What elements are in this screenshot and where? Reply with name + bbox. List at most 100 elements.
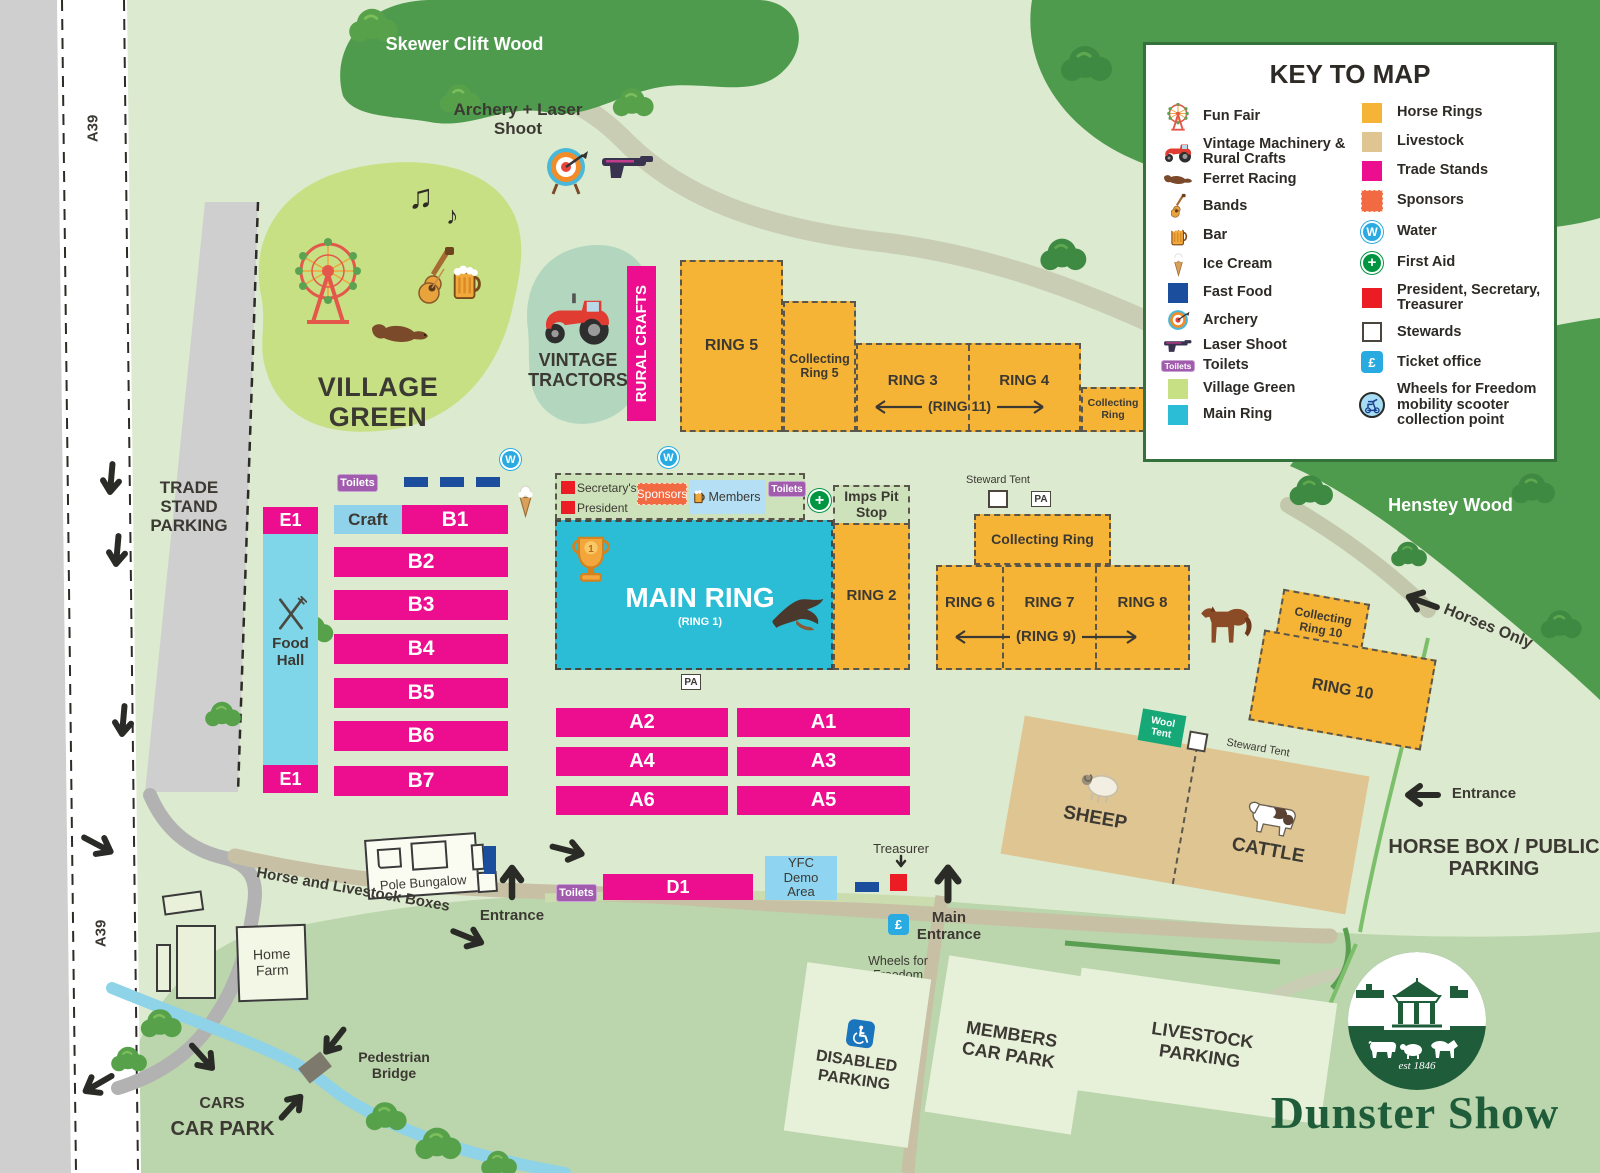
home-farm-outbuilding-2 <box>176 925 216 999</box>
dunster-show-logo: est 1846 <box>1348 952 1486 1090</box>
president-square <box>561 501 575 514</box>
trade-stands-swatch <box>1362 161 1382 181</box>
key-item-horse-rings: Horse Rings <box>1356 103 1552 123</box>
village-green-swatch <box>1168 379 1188 400</box>
henstey-wood-label: Henstey Wood <box>1388 495 1513 515</box>
pole-bungalow-annex <box>376 847 403 870</box>
pedestrian-bridge-label: Pedestrian Bridge <box>358 1049 430 1081</box>
ring-2-label: RING 2 <box>846 587 897 605</box>
ring-3: RING 3 <box>858 345 970 430</box>
stand-b6: B6 <box>334 721 508 751</box>
laser-shoot-icon <box>1162 338 1194 353</box>
home-farm-outbuilding-3 <box>156 944 171 992</box>
stand-b4-label: B4 <box>407 637 435 660</box>
ring-9-span: (RING 9) <box>946 628 1184 646</box>
key-item-ice-cream: Ice Cream <box>1162 252 1354 278</box>
home-farm-building: Home Farm <box>235 923 309 1003</box>
ring-4-label: RING 4 <box>999 372 1050 389</box>
yfc-demo-area: YFC Demo Area <box>765 855 837 900</box>
ring-10-label: RING 10 <box>1310 675 1375 704</box>
stand-d1-label: D1 <box>666 876 690 897</box>
ring-1-label: (RING 1) <box>678 616 722 628</box>
steward-tent-rings-label: Steward Tent <box>965 474 1030 486</box>
right-arrow-icon <box>997 399 1044 414</box>
stand-e1-top: E1 <box>263 507 318 534</box>
yfc-demo-area-label: YFC Demo Area <box>783 855 819 900</box>
stand-a4-label: A4 <box>629 750 655 772</box>
ring-9-label: (RING 9) <box>1016 628 1076 645</box>
farm-road <box>111 788 262 1095</box>
stand-a6: A6 <box>556 786 728 815</box>
officials-strip: Secretary's President Sponsors Members T… <box>555 473 806 520</box>
key-item-vintage-machinery: Vintage Machinery & Rural Crafts <box>1162 136 1354 167</box>
logo-est-label: est 1846 <box>1398 1060 1436 1072</box>
road-arrow-2 <box>106 533 128 567</box>
main-entrance-arrow <box>934 864 962 904</box>
main-entrance-label: Main Entrance <box>916 909 982 943</box>
ferret-racing-icon <box>1162 173 1194 188</box>
stand-a4: A4 <box>556 747 728 776</box>
key-item-bands: Bands <box>1162 193 1354 219</box>
ring-4: RING 4 <box>970 345 1080 430</box>
sheep-pen: SHEEP <box>1000 715 1199 885</box>
stand-craft: Craft <box>334 505 402 534</box>
vintage-tractors-label: VINTAGE TRACTORS <box>528 350 628 391</box>
key-item-main-ring: Main Ring <box>1162 404 1354 425</box>
key-label: Horse Rings <box>1397 104 1483 121</box>
a39-label-top: A39 <box>84 114 102 143</box>
members-label: Members <box>708 490 761 504</box>
members-bar-icon <box>694 490 706 504</box>
trophy-icon: 1 <box>572 536 610 582</box>
bands-guitar-icon <box>418 247 454 304</box>
key-item-water: W Water <box>1356 221 1552 243</box>
key-label: Fun Fair <box>1203 108 1261 125</box>
stand-craft-label: Craft <box>348 509 388 529</box>
bands-music-note-icon-2: ♪ <box>446 202 459 230</box>
ring-6-7-8-group: RING 6 RING 7 RING 8 (RING 9) <box>936 565 1190 670</box>
bar-icon <box>1162 225 1194 247</box>
members-box: Members <box>689 480 765 514</box>
home-farm-label: Home Farm <box>252 945 291 979</box>
sheep-icon <box>1081 774 1119 804</box>
collecting-ring-5: Collecting Ring 5 <box>783 301 856 432</box>
key-label: First Aid <box>1397 254 1456 271</box>
stand-e1-bottom-label: E1 <box>279 768 302 789</box>
key-label: Livestock <box>1397 133 1464 150</box>
stand-b5-label: B5 <box>407 681 435 704</box>
key-item-livestock: Livestock <box>1356 132 1552 152</box>
key-label: Toilets <box>1203 357 1249 374</box>
stand-b4: B4 <box>334 634 508 664</box>
stream <box>106 982 571 1173</box>
pole-bungalow-hall <box>410 840 449 871</box>
horse-livestock-arrow-2 <box>450 926 485 950</box>
ring-8: RING 8 <box>1097 567 1188 668</box>
disabled-parking-icon <box>845 1018 876 1050</box>
ticket-office-icon: £ <box>1361 351 1383 374</box>
cars-label: CARS <box>199 1095 245 1112</box>
pa-badge-main-ring: PA <box>681 674 701 690</box>
bar-beer-icon <box>453 265 481 299</box>
stand-b2-label: B2 <box>407 550 435 573</box>
left-arrow-icon <box>875 399 922 414</box>
a39-exit-arrow <box>81 834 114 857</box>
horse-rings-swatch <box>1362 103 1382 123</box>
collecting-ring-small: Collecting Ring <box>1081 387 1145 432</box>
trade-stand-parking-label: TRADE STAND PARKING <box>150 478 228 536</box>
archery-laser-label: Archery + Laser Shoot <box>453 100 583 139</box>
horse-icon <box>1201 606 1252 643</box>
water-icon: W <box>1361 221 1383 243</box>
laser-gun-icon <box>602 156 653 178</box>
key-column-left: Fun Fair Vintage Machinery & Rural Craft… <box>1160 103 1354 430</box>
cars-arrow <box>188 1042 216 1071</box>
sponsors-box: Sponsors <box>637 483 687 505</box>
pole-bungalow-store <box>476 870 498 894</box>
ticket-office-icon-map: £ <box>888 914 909 935</box>
disabled-parking-block: DISABLED PARKING <box>783 962 932 1148</box>
key-item-fast-food: Fast Food <box>1162 282 1354 303</box>
a39-label-bottom: A39 <box>92 919 110 948</box>
bands-icon <box>1162 193 1194 219</box>
sponsors-label: Sponsors <box>636 487 688 501</box>
ring-5: RING 5 <box>680 260 783 432</box>
key-label: Main Ring <box>1203 405 1273 422</box>
